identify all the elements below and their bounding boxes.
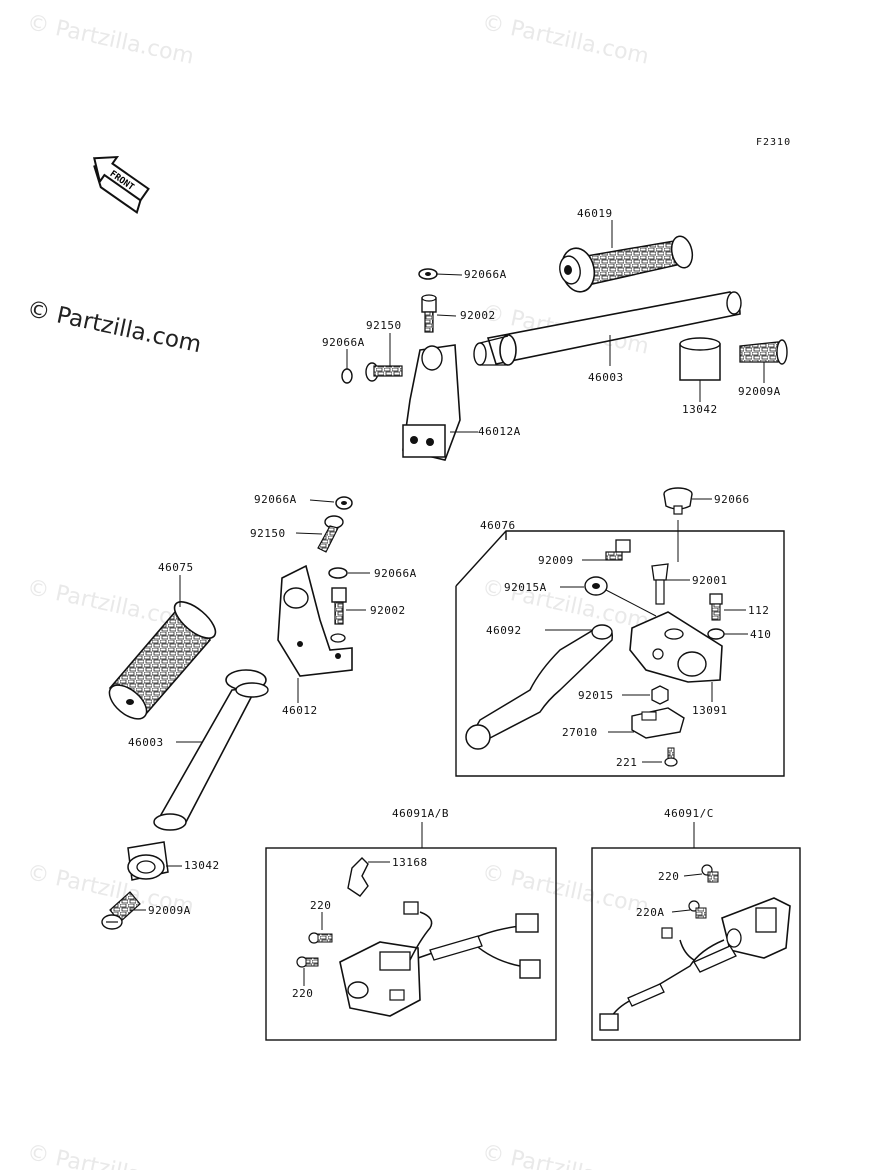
lever-assembly-box xyxy=(455,530,785,777)
part-label-46012: 46012 xyxy=(282,704,318,717)
part-label-92015: 92015 xyxy=(578,689,614,702)
clamp-46012A-drawing xyxy=(402,344,461,461)
part-label-92066: 92066 xyxy=(714,493,750,506)
connector-icon xyxy=(519,959,541,979)
part-label-92066A: 92066A xyxy=(464,268,507,281)
grip-46075-drawing xyxy=(108,601,217,720)
part-label-13091: 13091 xyxy=(692,704,728,717)
part-label-46091AB: 46091A/B xyxy=(392,807,449,820)
wiring-harness-ab-drawing xyxy=(409,911,521,967)
connector-icon xyxy=(515,913,539,933)
part-label-46019: 46019 xyxy=(577,207,613,220)
part-label-92002: 92002 xyxy=(460,309,496,322)
part-label-92009A: 92009A xyxy=(738,385,781,398)
part-label-13042: 13042 xyxy=(184,859,220,872)
clip-13168-drawing xyxy=(347,857,369,897)
spacer-13042-bottom-drawing xyxy=(127,841,169,881)
bolt-92009A-bottom-drawing xyxy=(101,891,141,930)
clamp-46012-drawing xyxy=(277,564,353,677)
lever-46092-drawing xyxy=(465,624,613,750)
part-label-46076: 46076 xyxy=(480,519,516,532)
part-label-46003: 46003 xyxy=(128,736,164,749)
knob-92066-drawing xyxy=(663,487,693,515)
part-label-92066A: 92066A xyxy=(374,567,417,580)
part-label-92066A: 92066A xyxy=(322,336,365,349)
part-label-46003: 46003 xyxy=(588,371,624,384)
connector-icon xyxy=(661,927,673,939)
bracket-13091-drawing xyxy=(629,611,723,683)
switch-box-c xyxy=(591,847,801,1041)
screw-220-c-drawing xyxy=(701,864,719,883)
part-label-92001: 92001 xyxy=(692,574,728,587)
wiring-harness-c-drawing xyxy=(611,939,725,1017)
nut-92015A-drawing xyxy=(584,576,608,596)
bolt-112-drawing xyxy=(709,593,723,621)
handlebar-tube-46003-bottom-drawing xyxy=(153,669,269,831)
washer-410-drawing xyxy=(707,628,725,640)
part-label-220: 220 xyxy=(658,870,680,883)
washer-92066A-mid2-drawing xyxy=(328,567,348,579)
part-label-92150: 92150 xyxy=(366,319,402,332)
part-label-13168: 13168 xyxy=(392,856,428,869)
bolt-92009-drawing xyxy=(605,539,631,561)
screw-221-drawing xyxy=(664,747,678,767)
washer-92066A-left-drawing xyxy=(341,368,353,384)
bolt-92002-mid-drawing xyxy=(331,587,347,625)
part-label-92066A: 92066A xyxy=(254,493,297,506)
part-label-92009: 92009 xyxy=(538,554,574,567)
part-label-220A: 220A xyxy=(636,906,665,919)
nut-92015-drawing xyxy=(651,685,669,705)
part-label-220: 220 xyxy=(310,899,332,912)
bolt-92002-top-drawing xyxy=(421,294,437,333)
bolt-92009A-top-drawing xyxy=(739,339,788,365)
switch-box-ab xyxy=(265,847,557,1041)
leader-lines-mid-left xyxy=(130,499,370,911)
handlebar-tube-46003-drawing xyxy=(473,291,742,366)
grip-46019-drawing xyxy=(559,235,694,293)
pivot-bolt-92001-drawing xyxy=(651,563,669,605)
part-label-112: 112 xyxy=(748,604,770,617)
figure-code: F2310 xyxy=(756,137,792,148)
connector-icon xyxy=(403,901,419,915)
bolt-92150-top-drawing xyxy=(365,362,403,382)
leader-lines-lever xyxy=(545,559,748,763)
bolt-92150-mid-drawing xyxy=(317,515,344,553)
screw-220-b-drawing xyxy=(296,956,319,968)
switch-27010-drawing xyxy=(631,707,685,739)
part-label-46075: 46075 xyxy=(158,561,194,574)
connector-icon xyxy=(599,1013,619,1031)
part-label-13042: 13042 xyxy=(682,403,718,416)
part-label-92015A: 92015A xyxy=(504,581,547,594)
spacer-13042-top-drawing xyxy=(679,337,721,381)
part-label-27010: 27010 xyxy=(562,726,598,739)
part-label-220: 220 xyxy=(292,987,314,1000)
screw-220A-drawing xyxy=(688,900,707,919)
front-arrow-icon: FRONT xyxy=(93,155,150,215)
part-label-92009A: 92009A xyxy=(148,904,191,917)
part-label-92150: 92150 xyxy=(250,527,286,540)
leader-lines-top xyxy=(346,220,765,433)
switch-housing-ab-drawing xyxy=(339,941,421,1017)
part-label-46091C: 46091/C xyxy=(664,807,714,820)
part-label-410: 410 xyxy=(750,628,772,641)
part-label-92002: 92002 xyxy=(370,604,406,617)
screw-220-a-drawing xyxy=(308,932,333,944)
part-label-221: 221 xyxy=(616,756,638,769)
part-label-46092: 46092 xyxy=(486,624,522,637)
part-label-46012A: 46012A xyxy=(478,425,521,438)
